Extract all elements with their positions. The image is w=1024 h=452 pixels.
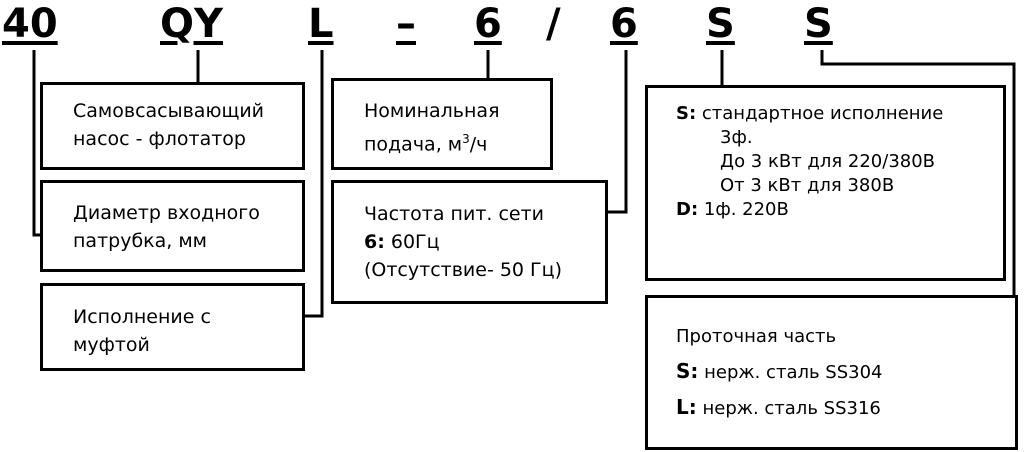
code-part-40: 40 xyxy=(2,1,58,47)
frequency-key: 6: xyxy=(364,231,385,253)
flow-part-s-line: S: нерж. сталь SS304 xyxy=(676,354,1015,390)
box-coupling: Исполнение с муфтой xyxy=(40,283,305,371)
version-s-key: S: xyxy=(676,103,697,124)
code-part-slash: / xyxy=(546,1,561,47)
code-part-s2: S xyxy=(804,1,833,47)
flow-line-2: подача, м3/ч xyxy=(364,125,550,158)
code-part-qy: QY xyxy=(160,1,223,47)
flow-part-l-value: нерж. сталь SS316 xyxy=(696,398,881,419)
box-version: S: стандартное исполнение 3ф. До 3 кВт д… xyxy=(645,85,1006,281)
flow-line-1: Номинальная xyxy=(364,100,500,122)
connector-6b xyxy=(608,50,628,214)
inlet-diameter-line-2: патрубка, мм xyxy=(73,230,208,252)
self-priming-line-1: Самовсасывающий xyxy=(73,100,265,122)
version-s-line: S: стандартное исполнение xyxy=(676,102,1003,126)
version-d-value: 1ф. 220В xyxy=(698,199,789,220)
connector-40 xyxy=(32,50,40,237)
frequency-line-3: (Отсутствие- 50 Гц) xyxy=(364,259,562,281)
box-flow: Номинальная подача, м3/ч xyxy=(331,78,553,170)
version-s-detail-3: От 3 кВт для 380В xyxy=(720,175,895,196)
code-part-6a: 6 xyxy=(474,1,502,47)
coupling-line-1: Исполнение с xyxy=(73,306,211,328)
flow-unit-suffix: /ч xyxy=(469,133,488,156)
frequency-line-2: 6: 60Гц xyxy=(364,228,605,256)
code-part-l: L xyxy=(308,1,334,47)
flow-part-l-key: L: xyxy=(676,395,697,419)
version-d-key: D: xyxy=(676,199,699,220)
box-flow-part: Проточная часть S: нерж. сталь SS304 L: … xyxy=(645,295,1018,450)
frequency-value: 60Гц xyxy=(384,231,440,253)
inlet-diameter-line-1: Диаметр входного xyxy=(73,202,260,224)
version-d-line: D: 1ф. 220В xyxy=(676,198,1003,222)
flow-part-s-value: нерж. сталь SS304 xyxy=(698,362,883,383)
code-part-s1: S xyxy=(706,1,735,47)
flow-part-l-line: L: нерж. сталь SS316 xyxy=(676,390,1015,426)
version-s-value: стандартное исполнение xyxy=(696,103,944,124)
flow-part-title: Проточная часть xyxy=(676,326,837,347)
frequency-line-1: Частота пит. сети xyxy=(364,203,545,225)
version-s-detail-1: 3ф. xyxy=(720,127,753,148)
box-self-priming: Самовсасывающий насос - флотатор xyxy=(40,82,305,170)
code-part-dash: – xyxy=(396,1,416,47)
box-frequency: Частота пит. сети 6: 60Гц (Отсутствие- 5… xyxy=(331,180,608,304)
flow-unit-sup: 3 xyxy=(462,132,470,146)
connector-l xyxy=(305,50,324,318)
coupling-line-2: муфтой xyxy=(73,334,150,356)
version-s-detail-2: До 3 кВт для 220/380В xyxy=(720,151,936,172)
box-inlet-diameter: Диаметр входного патрубка, мм xyxy=(40,180,305,272)
code-part-6b: 6 xyxy=(610,1,638,47)
self-priming-line-2: насос - флотатор xyxy=(73,128,246,150)
flow-part-s-key: S: xyxy=(676,359,699,383)
flow-unit-prefix: подача, м xyxy=(364,133,463,156)
